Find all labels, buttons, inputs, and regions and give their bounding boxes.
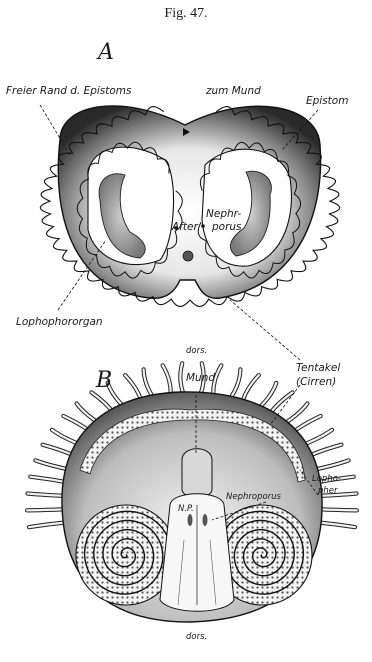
label-lopho: Lopho- xyxy=(312,474,341,484)
label-np: N.P. xyxy=(178,504,194,514)
label-porus: porus xyxy=(212,221,242,233)
label-epistom: Epistom xyxy=(306,95,348,107)
label-after: After xyxy=(172,221,198,233)
nephroporus-left xyxy=(188,514,193,526)
nephroporus-right xyxy=(203,514,208,526)
label-nephr: Nephr- xyxy=(206,208,241,220)
label-zum-mund: zum Mund xyxy=(206,85,261,97)
label-dors-b: dors. xyxy=(186,632,207,642)
figure-caption: Fig. 47. xyxy=(0,6,372,22)
label-dors-a: dors. xyxy=(186,346,207,356)
label-cirren: (Cirren) xyxy=(296,376,336,388)
label-pher: pher xyxy=(318,486,338,496)
nephroporus-dot-2 xyxy=(201,224,205,228)
label-lophophororgan: Lophophororgan xyxy=(16,316,103,328)
panel-a-letter: A xyxy=(98,40,114,65)
leader-tentakel xyxy=(230,300,300,360)
panel-b-drawing xyxy=(27,363,357,622)
epistom-tube xyxy=(182,449,212,498)
label-tentakel: Tentakel xyxy=(296,362,340,374)
panel-b-letter: B xyxy=(96,368,112,393)
label-freier-rand: Freier Rand d. Epistoms xyxy=(6,85,132,97)
label-nephroporus: Nephroporus xyxy=(226,492,281,502)
label-mund: Mund xyxy=(186,372,215,384)
anus-dot xyxy=(183,251,193,261)
